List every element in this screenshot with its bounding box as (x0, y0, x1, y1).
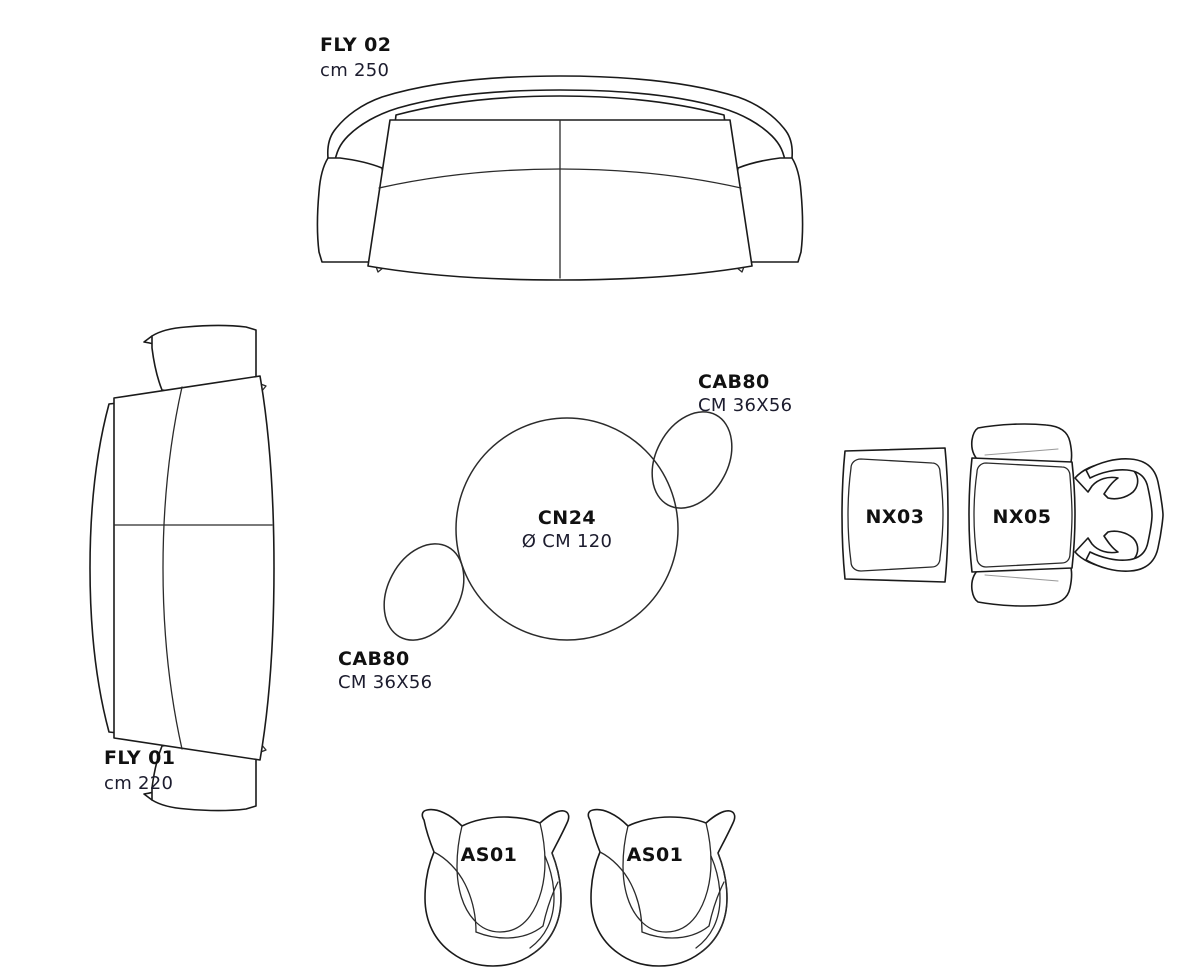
furniture-cab80-upper[interactable] (636, 398, 747, 522)
cab80-lower-code-label: CAB80 (338, 648, 410, 670)
furniture-cn24-table[interactable] (455, 417, 679, 641)
as01-left-code-label: AS01 (461, 844, 518, 866)
nx03-code-label: NX03 (866, 506, 925, 528)
furniture-nx03[interactable] (841, 447, 949, 583)
cab80-upper-code-label: CAB80 (698, 371, 770, 393)
fly02-dimension-label: cm 250 (320, 60, 389, 81)
furniture-as01-left[interactable] (421, 808, 570, 967)
furniture-nx05[interactable] (968, 423, 1164, 607)
cn24-dimension-label: Ø CM 120 (522, 531, 612, 552)
furniture-cab80-lower[interactable] (368, 530, 479, 654)
as01-right-code-label: AS01 (627, 844, 684, 866)
fly02-code-label: FLY 02 (320, 34, 391, 56)
round-table-circle (455, 417, 679, 641)
fly01-dimension-label: cm 220 (104, 773, 173, 794)
nx05-code-label: NX05 (993, 506, 1052, 528)
cab80-upper-dimension-label: CM 36X56 (698, 395, 792, 416)
fly01-code-label: FLY 01 (104, 747, 175, 769)
cn24-code-label: CN24 (538, 507, 596, 529)
cab80-lower-dimension-label: CM 36X56 (338, 672, 432, 693)
furniture-fly02[interactable] (316, 75, 804, 281)
furniture-as01-right[interactable] (587, 808, 736, 967)
furniture-fly01[interactable] (89, 324, 275, 812)
oval-pouf-upper (651, 411, 733, 509)
oval-pouf-lower (383, 543, 465, 641)
